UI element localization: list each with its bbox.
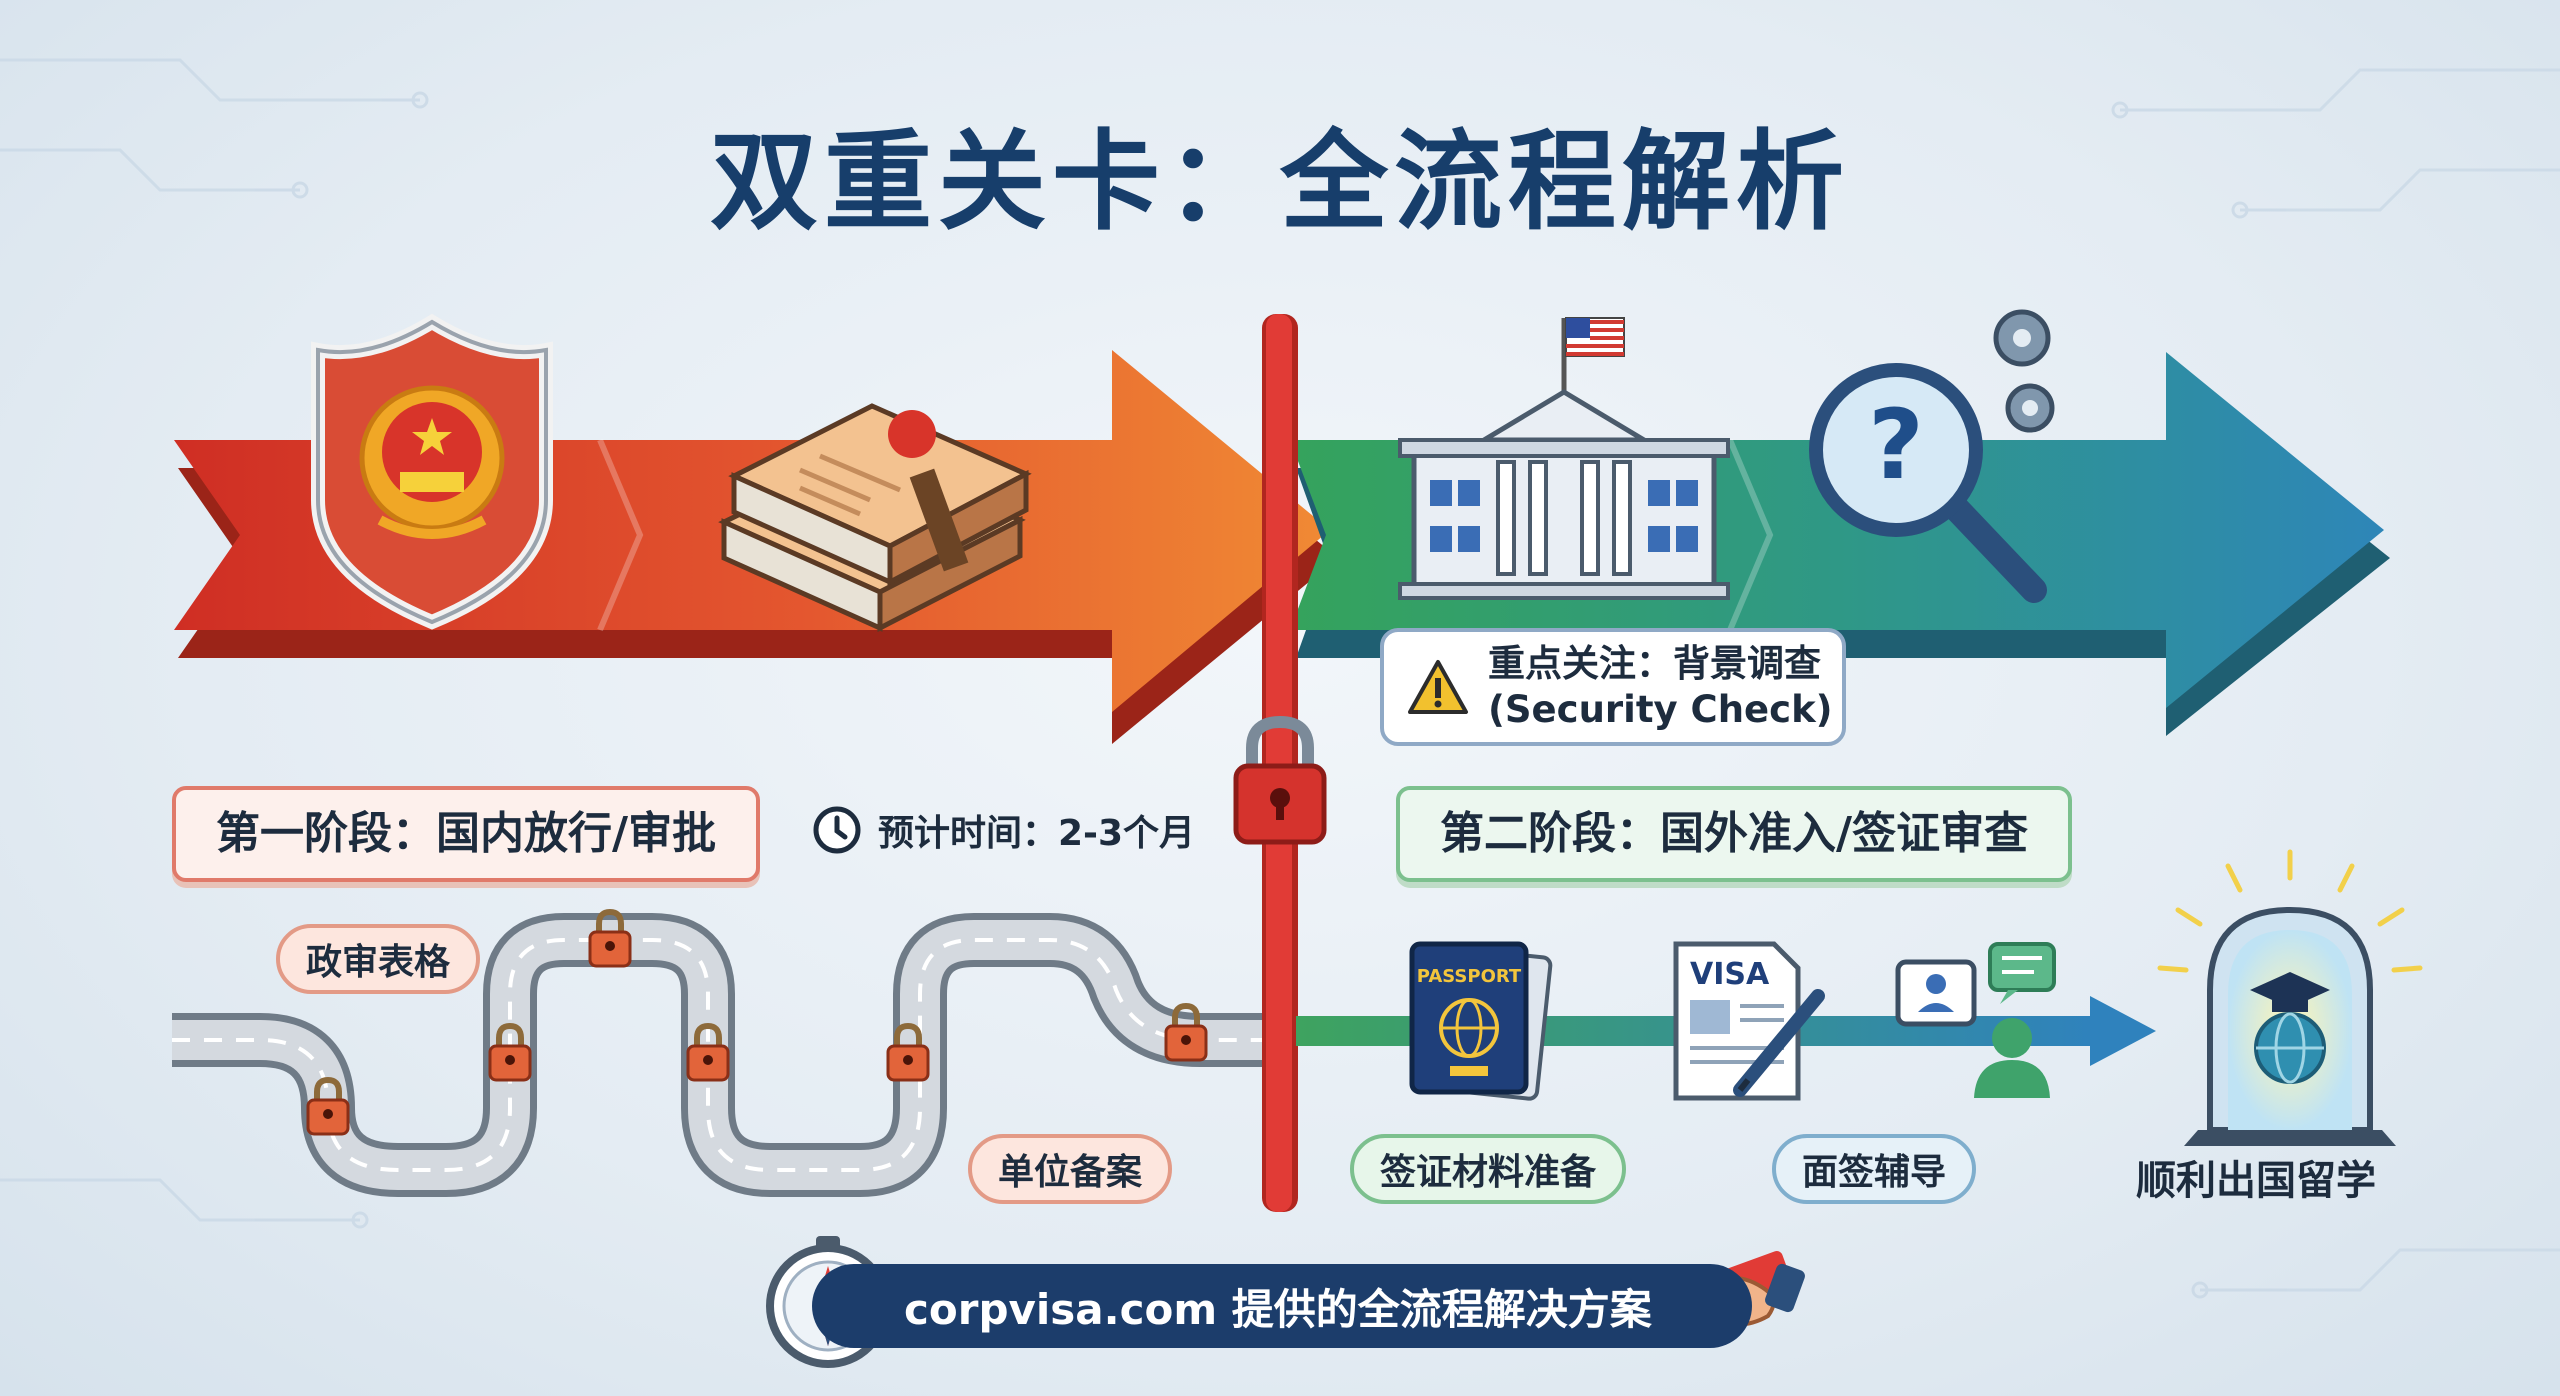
divider-line	[1262, 314, 1298, 1212]
svg-text:PASSPORT: PASSPORT	[1417, 966, 1522, 987]
step-interview-coaching: 面签辅导	[1772, 1134, 1977, 1204]
national-emblem-shield-icon	[311, 313, 553, 630]
stage2-label: 第二阶段：国外准入/签证审查	[1396, 786, 2073, 882]
security-check-callout: 重点关注：背景调查 (Security Check)	[1380, 628, 1846, 746]
question-mark-icon: ?	[1868, 389, 1924, 501]
footer-banner: corpvisa.com 提供的全流程解决方案	[812, 1264, 1752, 1348]
final-goal-label: 顺利出国留学	[2136, 1158, 2376, 1204]
step-visa-materials: 签证材料准备	[1350, 1134, 1627, 1204]
documents-stack-icon	[718, 403, 1032, 633]
callout-line-2: (Security Check)	[1488, 688, 1833, 731]
stage1-label: 第一阶段：国内放行/审批	[172, 786, 761, 882]
magnifier-search-icon: ?	[1809, 309, 2055, 603]
callout-text: 重点关注：背景调查 (Security Check)	[1488, 641, 1833, 733]
passport-icon: PASSPORT	[1409, 941, 1553, 1101]
stage1-winding-road	[172, 913, 1262, 1197]
footer-banner-text: corpvisa.com 提供的全流程解决方案	[904, 1284, 1652, 1334]
svg-text:VISA: VISA	[1690, 957, 1770, 992]
road-padlock-icon	[488, 1022, 532, 1082]
step-political-review-form: 政审表格	[276, 924, 481, 994]
circuit-pattern	[0, 58, 2560, 1299]
interview-people-icon	[1895, 942, 2056, 1098]
callout-line-1: 重点关注：背景调查	[1488, 642, 1821, 685]
road-padlocks	[306, 908, 1208, 1136]
road-padlock-icon	[686, 1022, 730, 1082]
clock-icon	[813, 806, 861, 854]
warning-icon	[1408, 660, 1468, 714]
page-title: 双重关卡：全流程解析	[709, 120, 1850, 245]
road-padlock-icon	[1164, 1002, 1208, 1062]
road-padlock-icon	[886, 1022, 930, 1082]
estimated-time: 预计时间：2-3个月	[812, 800, 1195, 860]
road-padlock-icon	[588, 908, 632, 968]
road-padlock-icon	[306, 1076, 350, 1136]
graduation-arch-icon	[2157, 849, 2423, 1146]
government-building-icon	[1398, 317, 1730, 600]
divider-padlock-icon	[1233, 715, 1327, 845]
visa-document-icon: VISA	[1673, 941, 1825, 1101]
estimated-time-text: 预计时间：2-3个月	[878, 813, 1196, 854]
step-unit-filing: 单位备案	[968, 1134, 1173, 1204]
